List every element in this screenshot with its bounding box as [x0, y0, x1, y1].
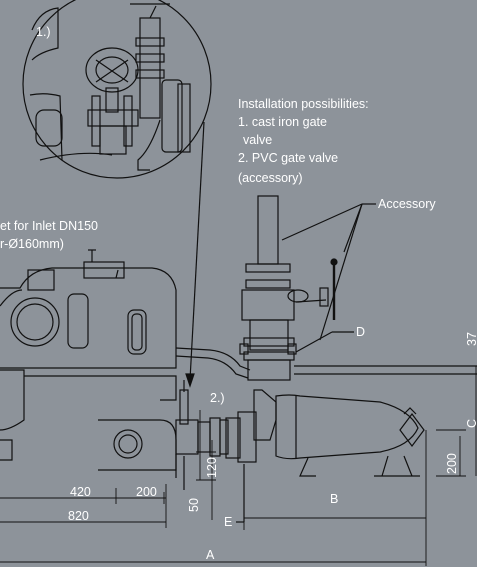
- riser-pipe: [257, 195, 279, 265]
- inlet-label-line2: r-Ø160mm): [0, 237, 64, 251]
- dim-200-vertical: 200: [445, 453, 459, 474]
- install-option-2b: (accessory): [238, 171, 303, 185]
- accessory-leaders: [236, 203, 376, 523]
- dim-a: A: [206, 548, 215, 562]
- pressure-pipe: [175, 347, 251, 371]
- install-option-1b: valve: [243, 133, 272, 147]
- detail-1-circle: [22, 0, 212, 179]
- dim-50: 50: [187, 498, 201, 512]
- install-option-2a: 2. PVC gate valve: [238, 151, 338, 165]
- dim-200-horizontal: 200: [136, 485, 157, 499]
- dim-420: 420: [70, 485, 91, 499]
- install-option-1a: 1. cast iron gate: [238, 115, 327, 129]
- pump-unit: [225, 389, 425, 477]
- dim-b: B: [330, 492, 338, 506]
- detail-1-leader: [189, 121, 205, 381]
- install-title: Installation possibilities:: [238, 97, 369, 111]
- dimension-lines: [0, 366, 477, 566]
- marker-d: D: [356, 325, 365, 339]
- inlet-label-line1: et for Inlet DN150: [0, 219, 98, 233]
- inlet-ring: [10, 297, 60, 347]
- detail-1-view: [22, 0, 212, 179]
- detail-1-label: 1.): [36, 25, 51, 39]
- dim-820: 820: [68, 509, 89, 523]
- main-tank: [0, 249, 177, 471]
- accessory-label: Accessory: [378, 197, 436, 211]
- dim-120: 120: [205, 457, 219, 478]
- detail-2-label: 2.): [210, 391, 225, 405]
- handwheel-detail: [85, 47, 139, 93]
- dim-37: 37: [465, 332, 477, 346]
- gate-valve-assembly: [239, 195, 477, 381]
- marker-e: E: [224, 515, 232, 529]
- dim-c: C: [465, 419, 477, 428]
- pump-motor: [275, 394, 419, 460]
